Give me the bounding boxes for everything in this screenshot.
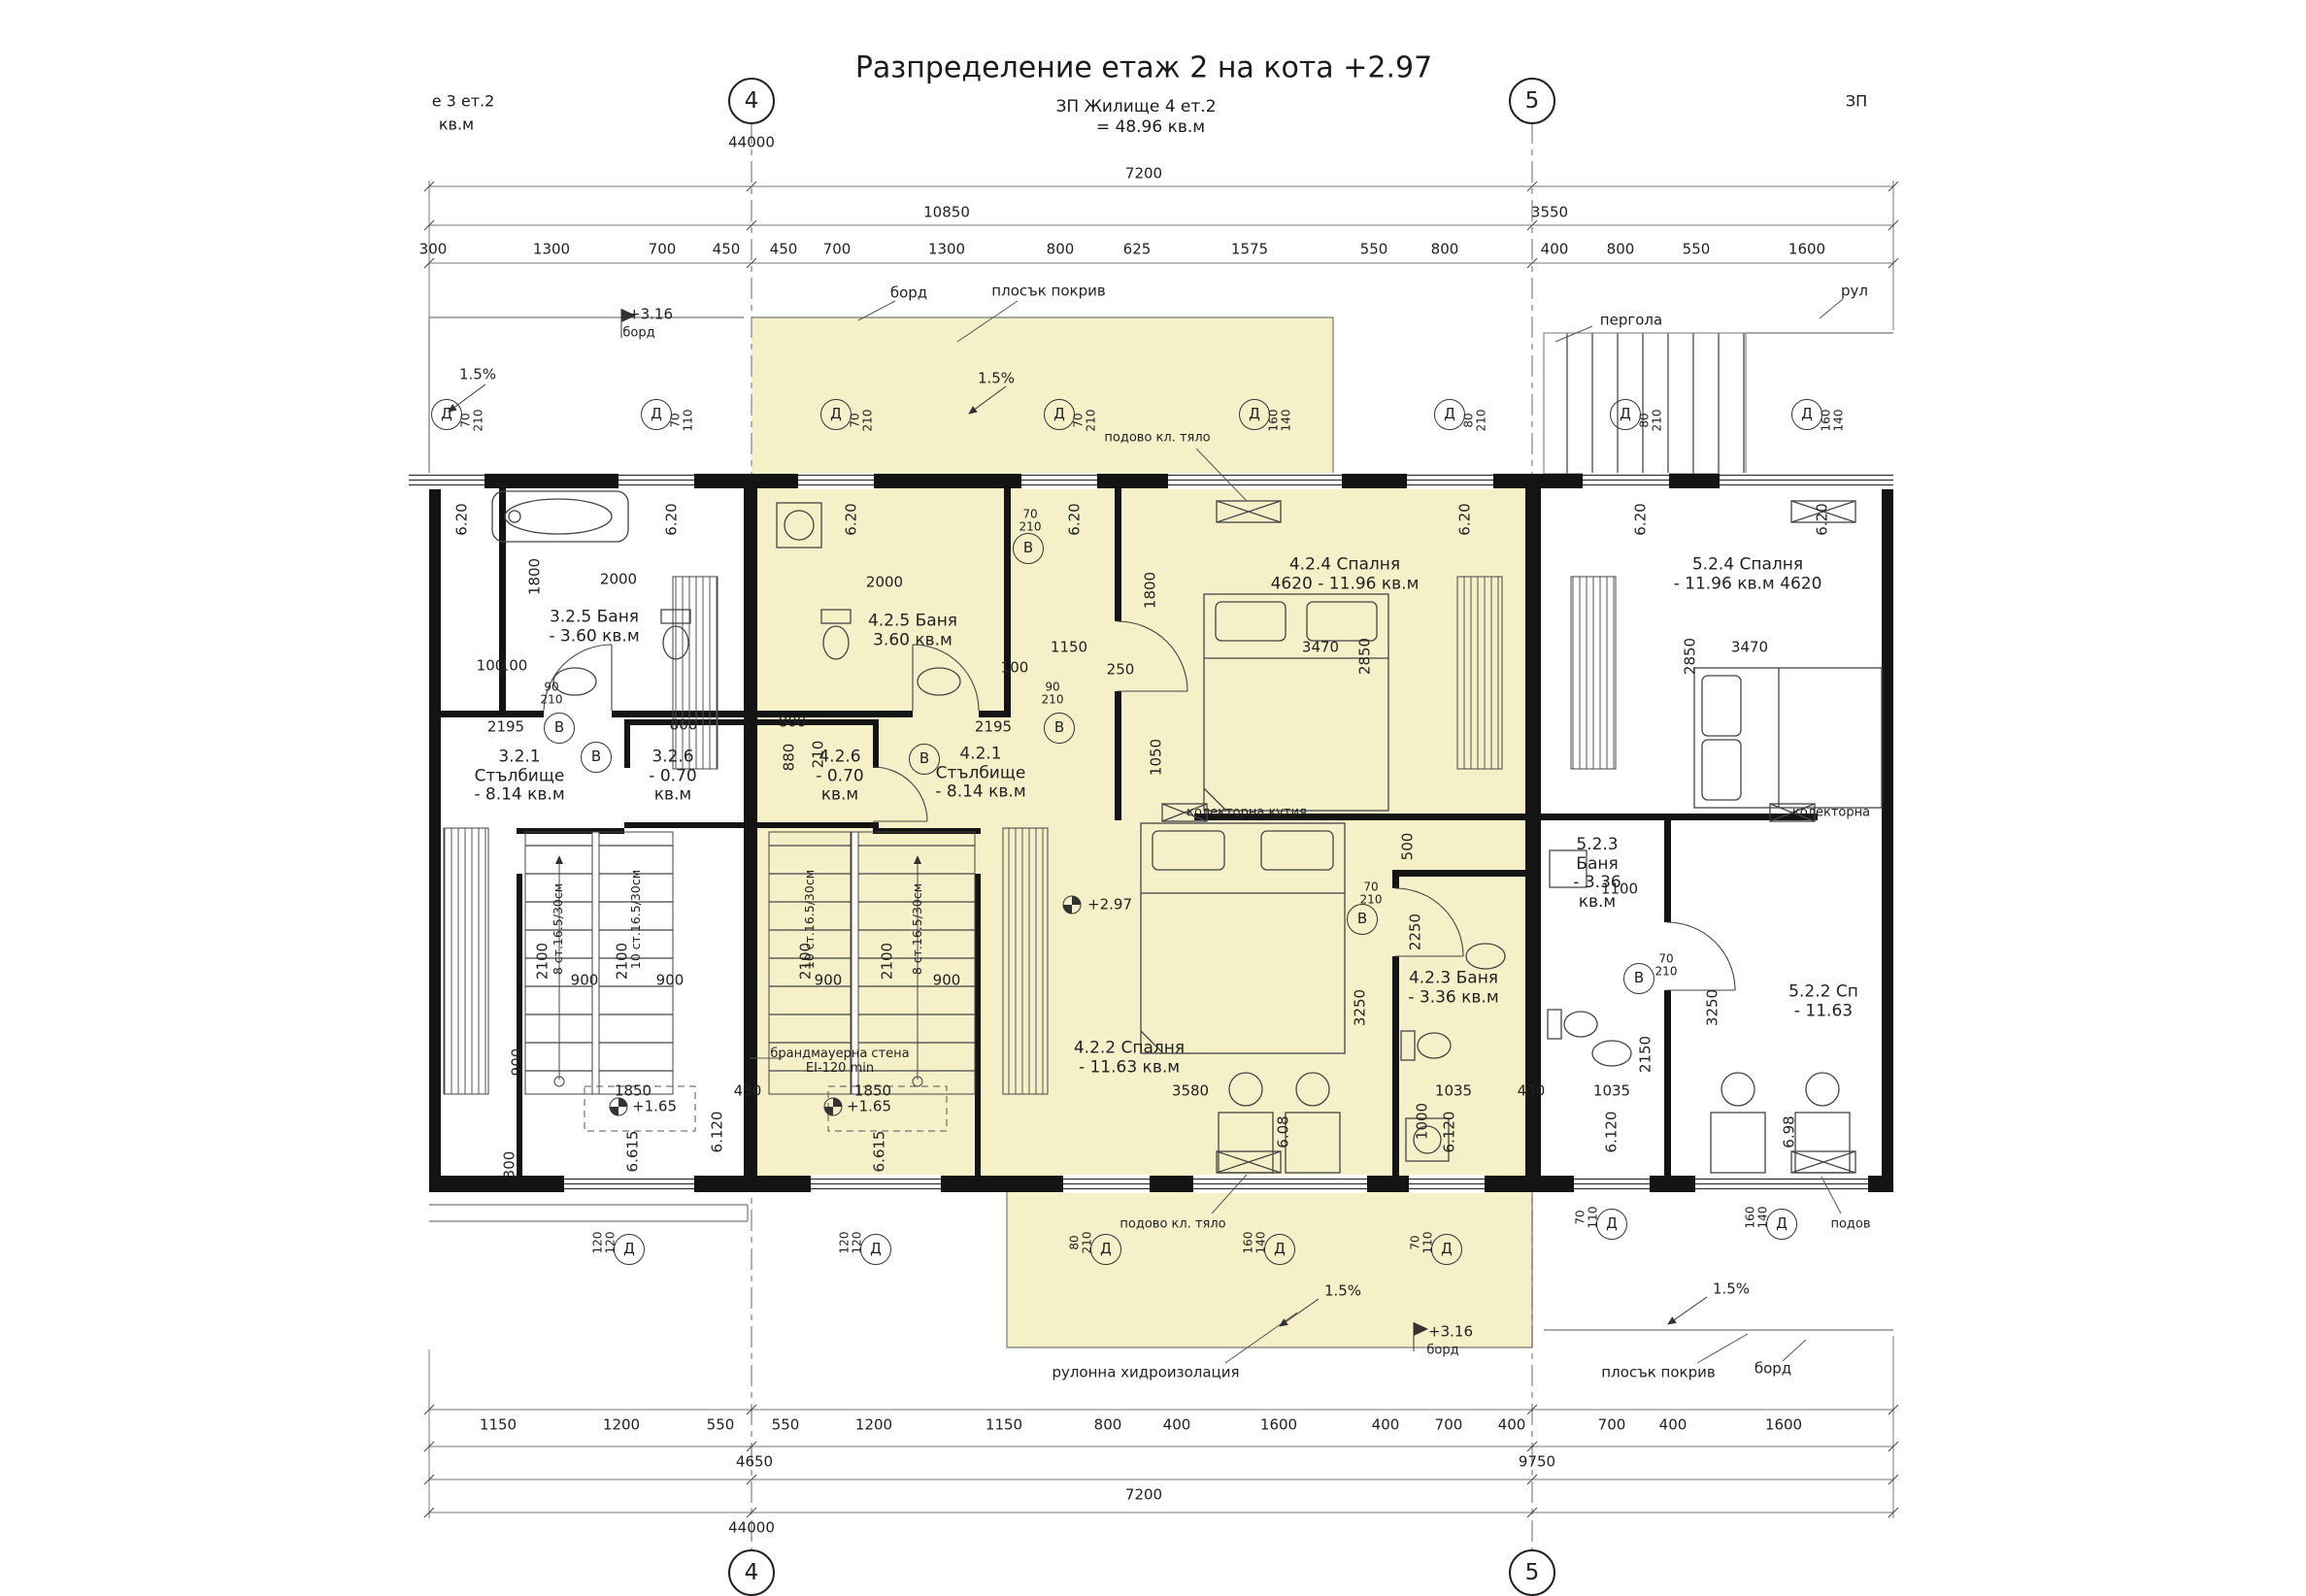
floor-convectors	[1216, 500, 1856, 1174]
drawing-subtitle-line1: ЗП Жилище 4 ет.2	[1055, 97, 1217, 116]
drawing-title: Разпределение етаж 2 на кота +2.97	[854, 50, 1433, 85]
adjacent-title-right: ЗП	[1845, 91, 1868, 111]
windows	[409, 473, 1893, 1193]
collector-boxes	[1161, 803, 1816, 822]
adjacent-title-left-line2: кв.м	[438, 115, 475, 134]
stairs	[524, 831, 976, 1132]
leaders	[448, 298, 1844, 1364]
adjacent-title-left-line1: е 3 ет.2	[431, 91, 495, 111]
door-swings	[543, 620, 1736, 991]
level-symbols	[609, 309, 1428, 1351]
walls	[429, 474, 1893, 1192]
party-w all	[1525, 474, 1541, 1192]
drawing-subtitle-line2: = 48.96 кв.м	[1095, 117, 1206, 137]
furniture	[491, 490, 1883, 1174]
wardrobes	[443, 576, 1617, 1095]
firewall	[744, 474, 757, 1192]
dimension-lines	[423, 181, 1899, 1518]
terraces	[428, 316, 1893, 1348]
pergola	[1543, 332, 1747, 475]
